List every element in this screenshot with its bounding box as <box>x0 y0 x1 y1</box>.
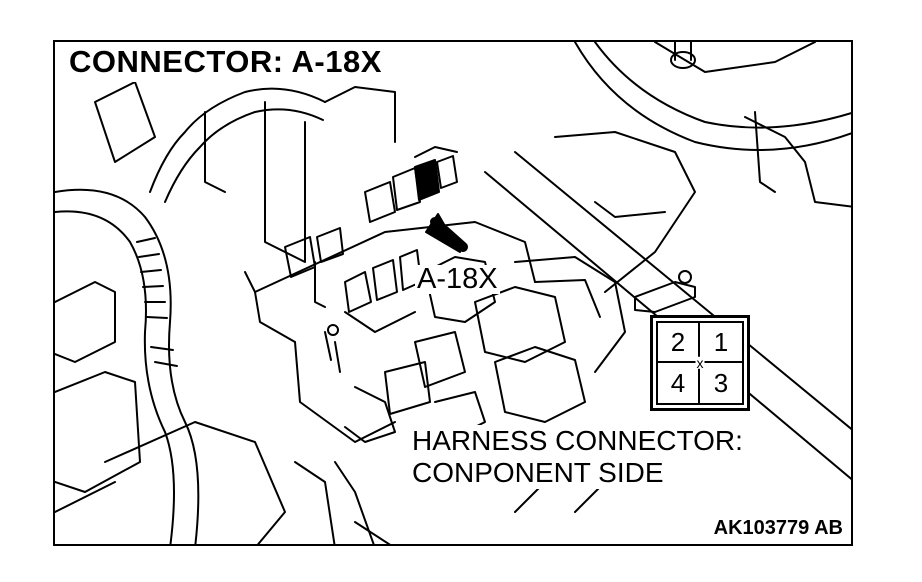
connector-pin-diagram: 2 1 4 3 x <box>650 315 750 411</box>
pin-3: 3 <box>713 367 729 398</box>
caption-line-1: HARNESS CONNECTOR: <box>412 425 743 456</box>
connector-title: CONNECTOR: A-18X <box>65 44 388 82</box>
harness-caption: HARNESS CONNECTOR: CONPONENT SIDE <box>410 425 745 489</box>
diagram-frame: CONNECTOR: A-18X A-18X 2 1 4 3 x HARNESS… <box>53 40 853 546</box>
connector-face: 2 1 4 3 x <box>656 321 744 405</box>
engine-bay-illustration <box>55 42 851 544</box>
connector-callout-label: A-18X <box>415 263 500 295</box>
center-mark: x <box>695 354 705 371</box>
pin-2: 2 <box>658 323 700 363</box>
caption-line-2: CONPONENT SIDE <box>412 457 664 488</box>
pin-1: 1 <box>700 323 742 363</box>
pin-4: 4 <box>658 363 700 403</box>
figure-code: AK103779 AB <box>711 517 845 540</box>
